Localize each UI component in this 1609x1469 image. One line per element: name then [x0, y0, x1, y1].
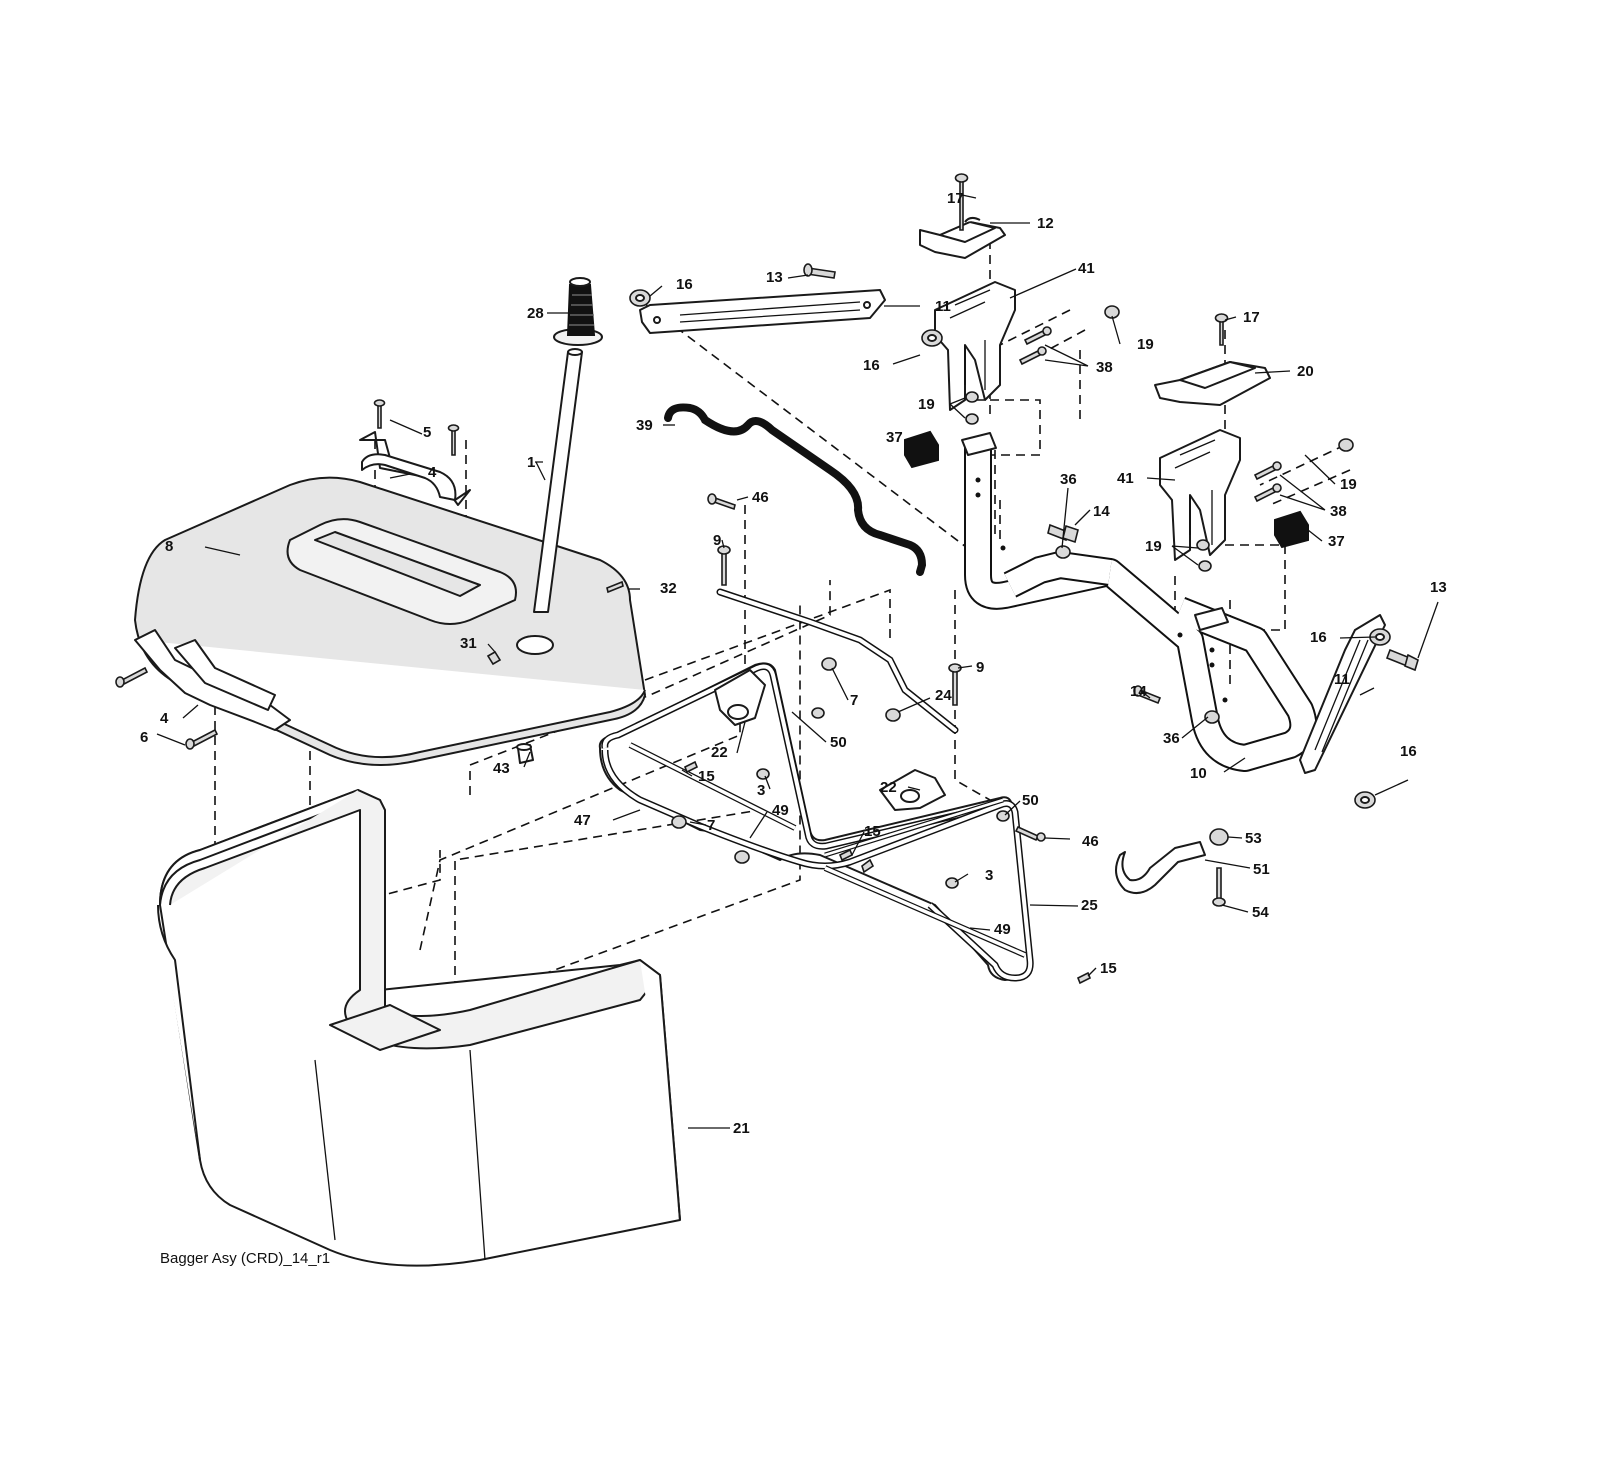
callout-4-bottom: 4 — [160, 710, 169, 727]
bag-frame — [598, 662, 1034, 982]
callout-21: 21 — [733, 1120, 750, 1137]
mount-bracket-lower — [1159, 429, 1241, 561]
bracket-lower — [1299, 614, 1386, 774]
callout-16-b: 16 — [863, 357, 880, 374]
callout-16-d: 16 — [1400, 743, 1417, 760]
callout-39: 39 — [636, 417, 653, 434]
callout-11-b: 11 — [1334, 671, 1350, 688]
callout-4-top: 4 — [428, 464, 437, 481]
callout-36-b: 36 — [1163, 730, 1180, 747]
callout-17-b: 17 — [1243, 309, 1260, 326]
callout-13-b: 13 — [1430, 579, 1447, 596]
callout-41-a: 41 — [1078, 260, 1095, 277]
callout-46-b: 46 — [1082, 833, 1099, 850]
callout-51: 51 — [1253, 861, 1270, 878]
bent-rod — [664, 403, 927, 576]
callout-13-a: 13 — [766, 269, 783, 286]
bracket-upper — [639, 289, 886, 334]
callout-15-c: 15 — [1100, 960, 1117, 977]
callout-22-b: 22 — [880, 779, 897, 796]
callout-36-a: 36 — [1060, 471, 1077, 488]
callout-24: 24 — [935, 687, 952, 704]
callout-31: 31 — [460, 635, 477, 652]
callout-28: 28 — [527, 305, 544, 322]
cover-handle-top — [359, 431, 471, 506]
callout-49-b: 49 — [994, 921, 1011, 938]
callout-15-b: 15 — [864, 823, 881, 840]
mount-bracket-upper — [934, 281, 1016, 411]
callout-7-a: 7 — [850, 692, 858, 709]
callout-38-b: 38 — [1330, 503, 1347, 520]
diagram-caption: Bagger Asy (CRD)_14_r1 — [160, 1250, 330, 1267]
latch-plate — [1115, 841, 1206, 895]
callout-19-d: 19 — [1145, 538, 1162, 555]
cover-handle-bottom — [134, 629, 291, 731]
guard-lower — [1154, 361, 1271, 406]
callout-3-a: 3 — [757, 782, 765, 799]
callout-19-a: 19 — [1137, 336, 1154, 353]
callout-47: 47 — [574, 812, 591, 829]
callout-53: 53 — [1245, 830, 1262, 847]
callout-41-b: 41 — [1117, 470, 1134, 487]
callout-15-a: 15 — [698, 768, 715, 785]
lift-rod — [533, 348, 583, 613]
callout-25: 25 — [1081, 897, 1098, 914]
guard-upper — [919, 216, 1006, 259]
callout-20: 20 — [1297, 363, 1314, 380]
callout-50-b: 50 — [1022, 792, 1039, 809]
callout-32: 32 — [660, 580, 677, 597]
callout-12: 12 — [1037, 215, 1054, 232]
callout-11-a: 11 — [935, 298, 951, 315]
callout-14-a: 14 — [1093, 503, 1110, 520]
rubber-pad-lower — [1274, 510, 1309, 549]
callout-9-b: 9 — [976, 659, 984, 676]
bag-cover — [134, 476, 646, 766]
callout-10: 10 — [1190, 765, 1207, 782]
callout-16-a: 16 — [676, 276, 693, 293]
callout-37-a: 37 — [886, 429, 903, 446]
callout-leaders — [156, 194, 1439, 977]
rubber-pad-upper — [904, 430, 939, 469]
callout-6: 6 — [140, 729, 148, 746]
callout-37-b: 37 — [1328, 533, 1345, 550]
grass-bag — [157, 789, 730, 1267]
callout-46-a: 46 — [752, 489, 769, 506]
callout-22-a: 22 — [711, 744, 728, 761]
clamp-right — [879, 769, 946, 811]
callout-19-c: 19 — [1340, 476, 1357, 493]
callout-7-b: 7 — [707, 817, 715, 834]
callout-16-c: 16 — [1310, 629, 1327, 646]
callout-8: 8 — [165, 538, 173, 555]
mount-frame — [961, 432, 1318, 772]
callout-50-a: 50 — [830, 734, 847, 751]
bushing — [516, 743, 534, 764]
callout-3-b: 3 — [985, 867, 993, 884]
callout-17-a: 17 — [947, 190, 964, 207]
callout-9-a: 9 — [713, 532, 721, 549]
callout-5: 5 — [423, 424, 431, 441]
clamp-left — [714, 669, 766, 726]
callout-43: 43 — [493, 760, 510, 777]
callout-numbers: 1 5 4 4 6 8 28 32 31 43 39 16 13 11 16 1… — [140, 190, 1447, 1137]
callout-19-b: 19 — [918, 396, 935, 413]
handle-grip — [553, 277, 603, 346]
callout-14-b: 14 — [1130, 683, 1147, 700]
cross-rod — [716, 588, 959, 734]
callout-49-a: 49 — [772, 802, 789, 819]
callout-38-a: 38 — [1096, 359, 1113, 376]
callout-1: 1 — [527, 454, 535, 471]
callout-54: 54 — [1252, 904, 1269, 921]
